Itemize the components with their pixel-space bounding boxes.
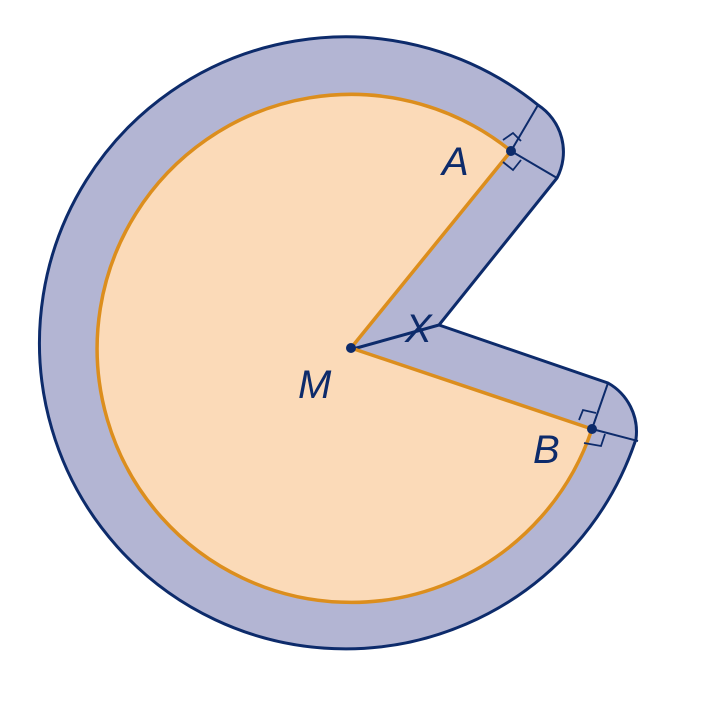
label-m: M <box>298 363 332 407</box>
label-b: B <box>533 428 560 472</box>
perpendicular-line-a <box>510 104 558 179</box>
label-a: A <box>440 140 469 184</box>
point-m <box>346 343 356 353</box>
perpendicular-line-b <box>591 382 639 442</box>
point-b <box>587 424 597 434</box>
circle-sector <box>95 92 594 605</box>
right-angle-marks-a <box>502 131 522 172</box>
point-a <box>506 146 516 156</box>
right-angle-marks-b <box>578 408 606 448</box>
label-x: X <box>404 307 433 351</box>
